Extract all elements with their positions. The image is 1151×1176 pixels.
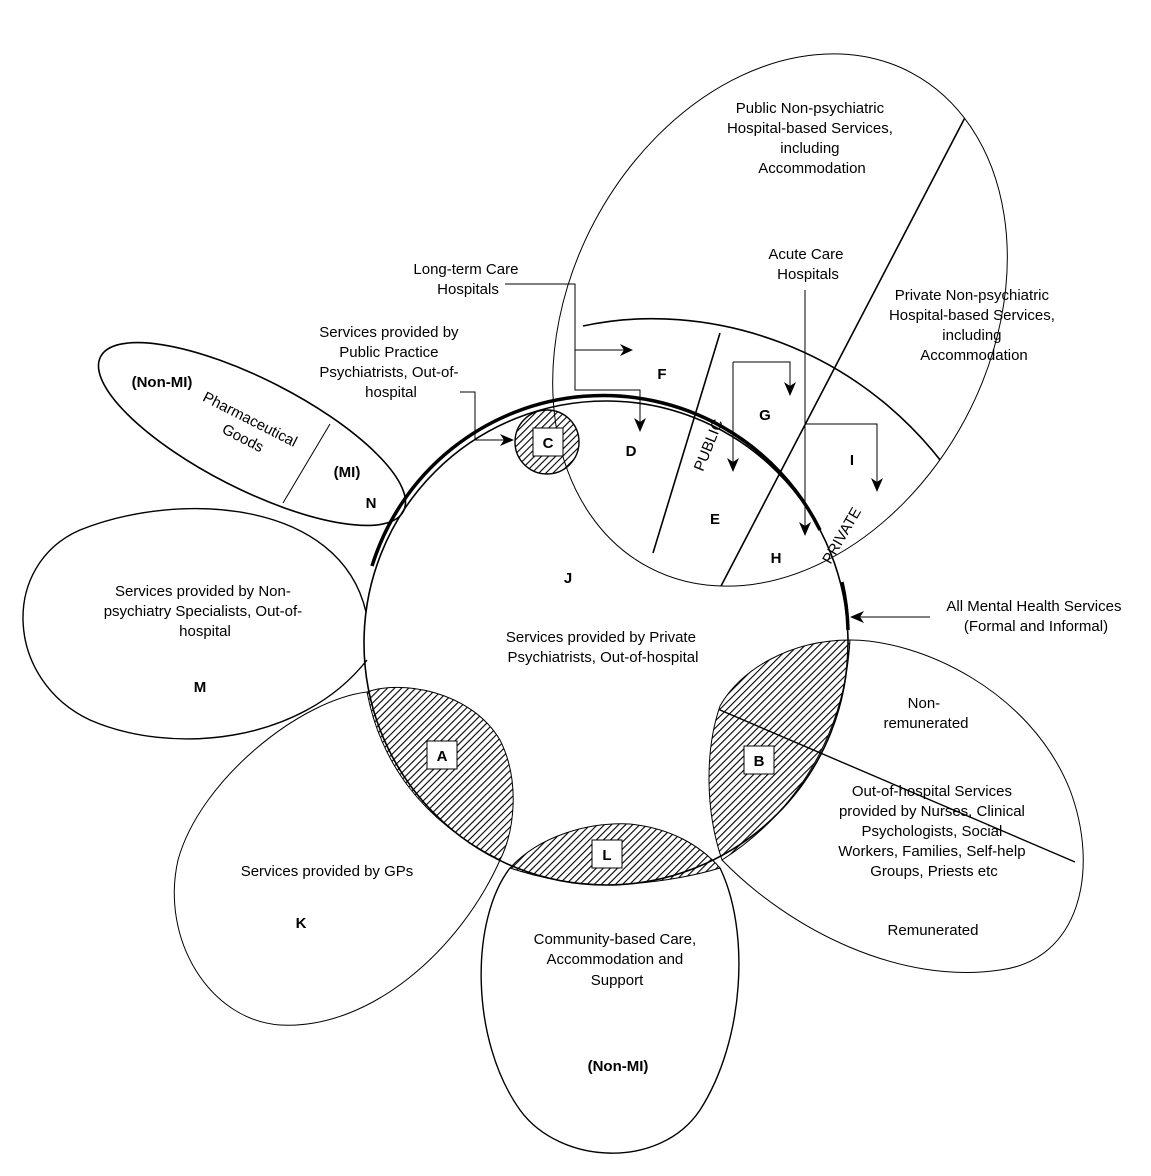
letter-b: B	[754, 753, 765, 770]
pharma-divider	[282, 423, 331, 504]
long-term-care-label: Long-term Care Hospitals	[413, 261, 522, 298]
letter-box-a: A	[426, 740, 458, 770]
private-tag: PRIVATE	[819, 505, 865, 567]
private-hospital-label: Private Non-psychiatric Hospital-based S…	[889, 287, 1059, 364]
letter-f: F	[657, 366, 666, 383]
letter-box-c: C	[532, 427, 564, 457]
pharma-mi-label: (MI)	[334, 464, 361, 481]
gps-ellipse	[173, 691, 501, 1026]
letter-c: C	[543, 435, 554, 452]
pharma-goods-label: Pharmaceutical Goods	[191, 389, 304, 471]
de-divider	[652, 332, 721, 554]
all-mh-boundary-right	[840, 581, 850, 631]
letter-a: A	[437, 748, 448, 765]
arrow-public-psychiatrists	[460, 391, 514, 446]
hospital-ellipse	[552, 53, 1008, 587]
public-private-divider	[719, 57, 997, 589]
letter-box-b: B	[743, 745, 775, 775]
specialists-label: Services provided by Non- psychiatry Spe…	[104, 583, 307, 640]
letter-h: H	[771, 550, 782, 567]
pharma-ellipse	[97, 341, 407, 527]
arrow-all-mh	[850, 611, 930, 623]
out-of-hospital-ellipse	[721, 639, 1084, 973]
letter-k: K	[296, 915, 307, 932]
private-psychiatrists-label: Services provided by Private Psychiatris…	[506, 629, 700, 666]
arrow-acute-care	[727, 290, 883, 536]
letter-j: J	[564, 570, 572, 587]
overlap-a	[366, 686, 514, 861]
acute-care-label: Acute Care Hospitals	[768, 246, 847, 283]
letter-n: N	[366, 495, 377, 512]
letter-m: M	[194, 679, 207, 696]
hospital-inner-arc	[582, 317, 969, 501]
pharma-non-mi-label: (Non-MI)	[132, 374, 193, 391]
overlap-b	[708, 639, 851, 861]
specialists-ellipse	[22, 507, 368, 740]
community-label: Community-based Care, Accommodation and …	[534, 931, 701, 989]
letter-box-l: L	[591, 839, 623, 869]
community-ellipse	[480, 867, 740, 1154]
letter-i: I	[850, 452, 854, 469]
main-circle-j	[363, 400, 849, 886]
public-hospital-label: Public Non-psychiatric Hospital-based Se…	[727, 100, 897, 177]
remuneration-divider	[719, 709, 1076, 863]
arrow-long-term-care	[505, 283, 646, 432]
letter-l: L	[602, 847, 611, 864]
public-tag: PUBLIC	[691, 417, 727, 474]
out-of-hospital-label: Out-of-hospital Services provided by Nur…	[838, 783, 1029, 880]
non-remunerated-label: Non- remunerated	[883, 695, 968, 732]
community-non-mi-label: (Non-MI)	[588, 1058, 649, 1075]
all-mh-boundary	[370, 393, 822, 567]
gps-label: Services provided by GPs	[241, 863, 414, 880]
letter-g: G	[759, 407, 771, 424]
public-psychiatrists-label: Services provided by Public Practice Psy…	[319, 324, 462, 401]
letter-d: D	[626, 443, 637, 460]
letter-e: E	[710, 511, 720, 528]
remunerated-label: Remunerated	[888, 922, 979, 939]
all-mh-label: All Mental Health Services (Formal and I…	[946, 598, 1125, 635]
